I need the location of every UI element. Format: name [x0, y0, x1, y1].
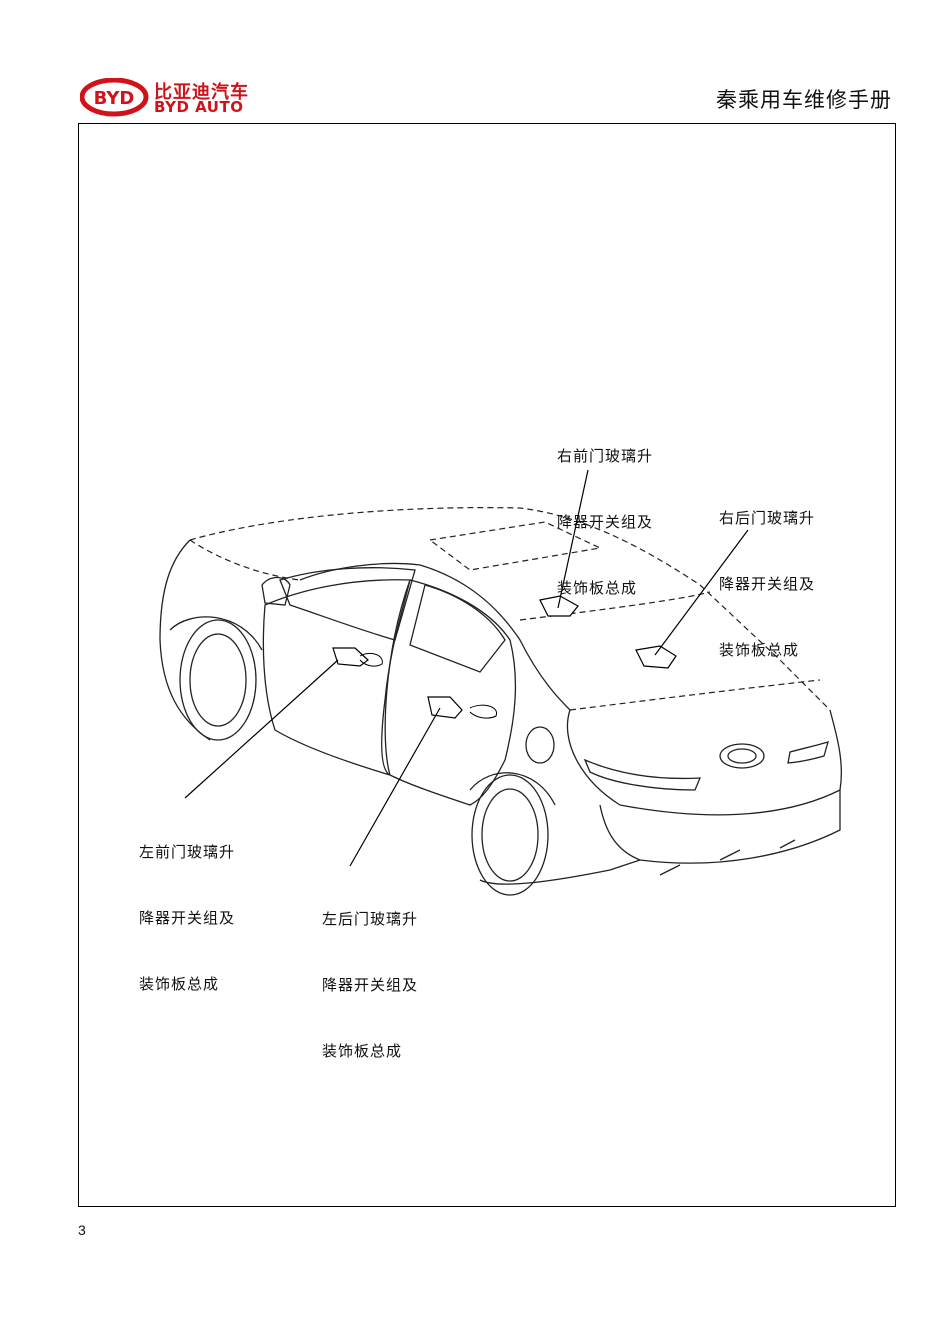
car-outline — [159, 539, 843, 896]
callout-line: 装饰板总成 — [139, 975, 220, 993]
car-outline-hidden — [189, 507, 831, 711]
leader-right-front — [557, 469, 589, 609]
switch-left-rear — [427, 696, 463, 719]
callout-line: 降器开关组及 — [139, 909, 236, 927]
logo-mark: BYD — [94, 88, 135, 109]
callout-line: 右后门玻璃升 — [719, 509, 816, 527]
page-number: 3 — [78, 1222, 86, 1238]
callout-line: 装饰板总成 — [557, 579, 638, 597]
leader-right-rear — [654, 529, 749, 656]
callout-right-front: 右前门玻璃升 降器开关组及 装饰板总成 — [557, 401, 653, 621]
door-handles — [359, 652, 498, 719]
logo-chinese-text: 比亚迪汽车 — [154, 82, 249, 103]
callout-left-front: 左前门玻璃升 降器开关组及 装饰板总成 — [139, 797, 235, 1017]
switch-right-rear — [635, 645, 677, 669]
leader-lines — [184, 469, 749, 867]
callout-line: 装饰板总成 — [322, 1042, 403, 1060]
callout-line: 右前门玻璃升 — [557, 447, 654, 465]
callout-line: 装饰板总成 — [719, 641, 800, 659]
logo-english-text: BYD AUTO — [154, 98, 244, 116]
callout-line: 左后门玻璃升 — [322, 910, 419, 928]
callout-right-rear: 右后门玻璃升 降器开关组及 装饰板总成 — [719, 463, 815, 683]
byd-logo: BYD — [80, 78, 149, 117]
switch-left-front — [332, 647, 369, 667]
callout-line: 左前门玻璃升 — [139, 843, 236, 861]
leader-left-front — [184, 659, 339, 799]
diagram-frame — [78, 123, 896, 1207]
callout-left-rear: 左后门玻璃升 降器开关组及 装饰板总成 — [322, 864, 418, 1084]
callout-line: 降器开关组及 — [557, 513, 654, 531]
callout-line: 降器开关组及 — [322, 976, 419, 994]
manual-title: 秦乘用车维修手册 — [716, 88, 892, 112]
callout-line: 降器开关组及 — [719, 575, 816, 593]
leader-left-rear — [349, 707, 441, 867]
